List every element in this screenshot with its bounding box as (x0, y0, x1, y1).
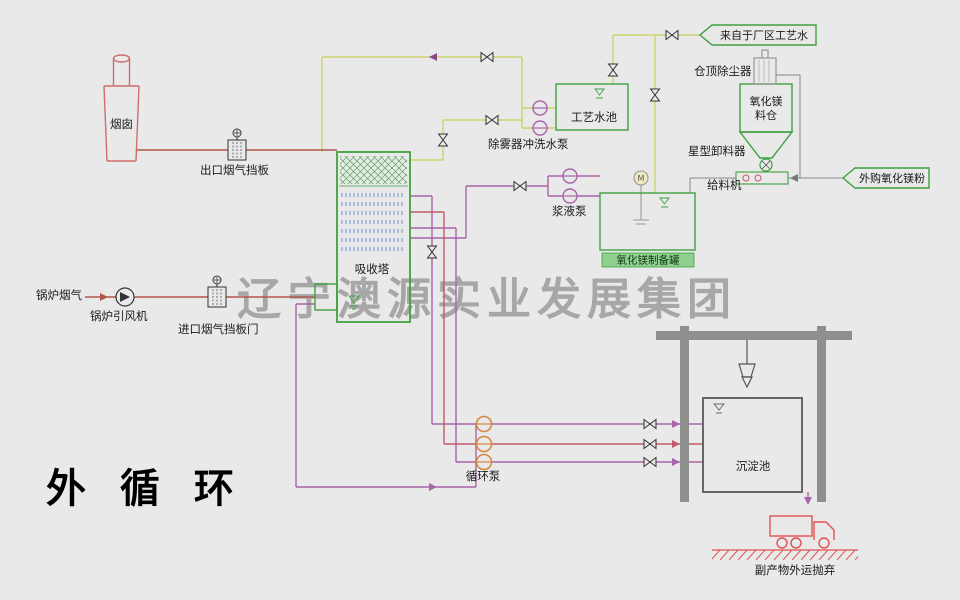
prep-tank-label: 氧化镁制备罐 (617, 254, 680, 267)
agitator-motor: M (633, 170, 649, 225)
tower-inlet-box (314, 283, 338, 311)
flow-arrows (100, 53, 812, 505)
slurry-feed-pipes (410, 175, 600, 239)
mgo-prep-tank (599, 192, 696, 251)
circulation-pipes (295, 195, 809, 503)
gantry-crane (656, 326, 852, 502)
process-water-banner: 来自于厂区工艺水 (698, 24, 817, 46)
prep-tank-label-tag: 氧化镁制备罐 (601, 252, 695, 268)
settling-pond-label: 沉淀池 (736, 459, 771, 473)
outlet-damper (227, 128, 247, 161)
slurry-pump-label: 浆液泵 (552, 204, 587, 218)
silo-dust-collector-label: 仓顶除尘器 (694, 64, 752, 78)
valve-icon (643, 438, 657, 450)
feeder-label: 给料机 (707, 178, 742, 192)
valve-icon (643, 418, 657, 430)
inlet-damper (207, 275, 227, 308)
outlet-damper-label: 出口烟气挡板 (200, 163, 269, 177)
demister-flush-pump-label: 除雾器冲洗水泵 (488, 137, 569, 151)
motor-letter: M (638, 174, 645, 183)
process-water-banner-label: 来自于厂区工艺水 (720, 29, 808, 42)
boiler-flue-gas-label: 锅炉烟气 (36, 288, 82, 302)
mgo-silo-label-line1: 氧化镁 (750, 94, 783, 108)
boiler-fan (115, 287, 135, 307)
chimney-label: 烟囱 (110, 117, 133, 131)
valve-icon (607, 63, 619, 77)
valve-icon (485, 114, 499, 126)
demister-pad (340, 156, 407, 184)
purchased-mgo-banner: 外购氧化镁粉 (841, 167, 930, 189)
valve-icon (665, 29, 679, 41)
spray-layers (341, 193, 405, 251)
star-feeder (759, 158, 773, 172)
vibrating-feeder (735, 171, 789, 185)
process-water-pool (555, 83, 629, 131)
flow-arrow (672, 420, 680, 428)
valve-icon (513, 180, 527, 192)
byproduct-label: 副产物外运抛弃 (755, 563, 836, 577)
flow-arrow (804, 497, 812, 505)
grab-bucket (738, 340, 756, 389)
absorber-tower (314, 151, 411, 323)
purchased-mgo-banner-label: 外购氧化镁粉 (859, 171, 925, 185)
company-watermark: 辽宁澳源实业发展集团 (237, 274, 737, 325)
flow-arrow (790, 174, 798, 182)
flow-arrow (672, 458, 680, 466)
chimney (103, 54, 140, 162)
dump-truck (769, 515, 835, 549)
flow-arrow (100, 293, 108, 301)
inlet-damper-label: 进口烟气挡板门 (178, 322, 259, 336)
valve-icon (480, 51, 494, 63)
tower-level-mark (348, 295, 360, 310)
valve-icon (643, 456, 657, 468)
process-water-pool-label: 工艺水池 (571, 110, 617, 124)
page-title: 外 循 环 (46, 466, 244, 512)
absorber-label: 吸收塔 (355, 262, 390, 276)
flow-arrow (672, 440, 680, 448)
flow-arrow (429, 53, 437, 61)
mgo-silo-label-line2: 料仓 (755, 108, 777, 122)
labels: 烟囱 出口烟气挡板 锅炉烟气 锅炉引风机 进口烟气挡板门 吸收塔 工艺水池 除雾… (36, 64, 835, 577)
valve-icon (437, 133, 449, 147)
star-feeder-label: 星型卸料器 (688, 144, 746, 158)
boiler-fan-label: 锅炉引风机 (90, 309, 148, 323)
settling-pond (702, 397, 803, 493)
circulation-pump-label: 循环泵 (466, 469, 501, 483)
valves (426, 29, 679, 468)
demister-flush-pumps (532, 100, 548, 136)
valve-icon (649, 88, 661, 102)
slurry-pumps (562, 168, 578, 204)
flue-gas-pipes (85, 149, 337, 298)
flow-arrow (429, 483, 437, 491)
silo-dust-collector (753, 49, 777, 85)
circulation-pumps (475, 415, 493, 471)
ground-hatch (712, 549, 858, 560)
valve-icon (426, 245, 438, 259)
